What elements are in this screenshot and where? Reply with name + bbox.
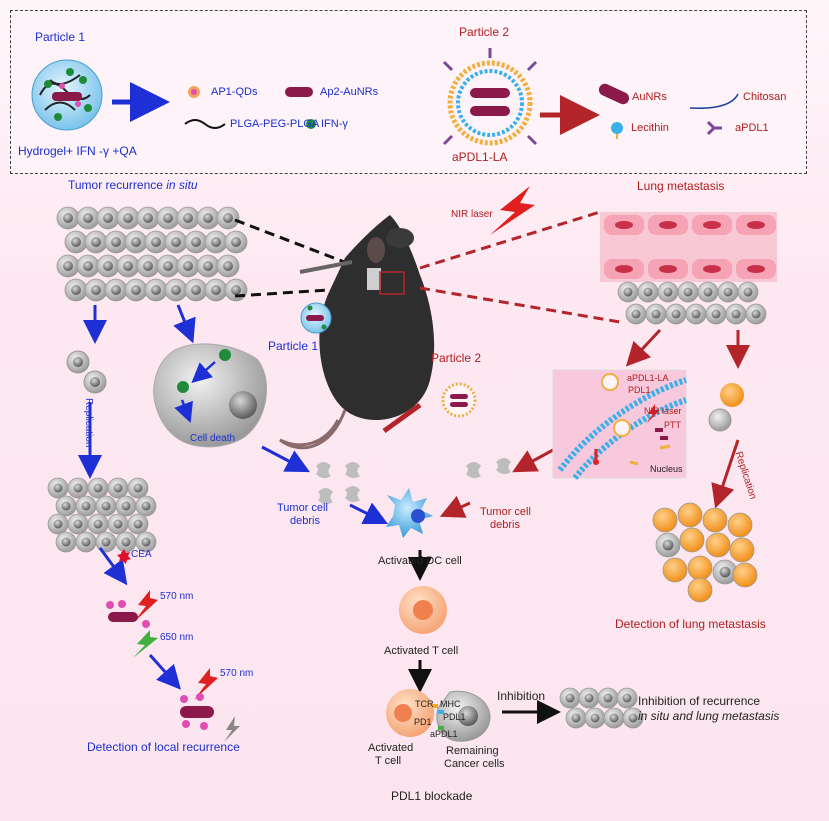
tumor-debris-right-line1: Tumor cell [480, 506, 531, 518]
inset-pdl1-label: PDL1 [628, 385, 651, 395]
wavelength-570-b: 570 nm [220, 668, 254, 679]
legend-ap2-aunrs: Ap2-AuNRs [320, 86, 379, 98]
pdl1-label: PDL1 [443, 712, 466, 722]
immune-synapse-illustration [386, 689, 491, 742]
ptt-inset-illustration [552, 369, 687, 480]
tumor-debris-left [316, 462, 360, 505]
legend-ifn: IFN-γ [321, 118, 348, 130]
remaining-cells-line1: Remaining [446, 745, 499, 757]
arrow-tumor-to-celldeath [173, 304, 196, 344]
inhibited-cell-cluster [559, 687, 644, 729]
tumor-tissue-cluster [56, 206, 248, 302]
tcr-label: TCR [415, 699, 434, 709]
inset-ptt-label: PTT [664, 420, 681, 430]
activated-dc-label: Activated DC cell [378, 555, 462, 567]
legend-ap1-qds: AP1-QDs [211, 86, 258, 98]
particle2-floating-icon [441, 382, 477, 418]
legend-icons-left [184, 86, 316, 129]
apdl1-synapse-label: aPDL1 [430, 729, 458, 739]
arrow-celldeath-to-debris [261, 445, 310, 473]
inset-apdl1-la-label: aPDL1-LA [627, 373, 669, 383]
cea-probe-illustration [106, 549, 158, 658]
tumor-recurrence-label: Tumor recurrence in situ [68, 178, 198, 192]
local-detection-probe [180, 668, 240, 742]
detection-lung-label: Detection of lung metastasis [615, 617, 766, 631]
nir-laser-label: NIR laser [451, 209, 493, 220]
inset-nir-label: NIR laser [644, 406, 682, 416]
inhibition-label: Inhibition [497, 689, 546, 703]
particle2-label: Particle 2 [431, 351, 482, 365]
replication-seed-cells [66, 350, 107, 394]
particle1-floating-icon [300, 302, 332, 334]
tumor-debris-right [466, 458, 511, 479]
tumor-debris-right-line2: debris [490, 519, 520, 531]
remaining-cells-line2: Cancer cells [444, 758, 505, 770]
wavelength-570-a: 570 nm [160, 591, 194, 602]
particle1-label: Particle 1 [268, 339, 319, 353]
activated-t-cell-line2: T cell [375, 755, 402, 767]
tumor-debris-left-line1: Tumor cell [277, 502, 328, 514]
legend-aunrs: AuNRs [632, 91, 667, 103]
hydrogel-particle-illustration [31, 59, 103, 131]
dash-to-lung-lower [419, 286, 621, 324]
activated-t-cell [399, 586, 447, 634]
activated-t-label: Activated T cell [384, 645, 459, 657]
cell-death-label: Cell death [190, 433, 236, 444]
inset-nucleus-label: Nucleus [650, 464, 683, 474]
detection-local-label: Detection of local recurrence [87, 740, 240, 754]
pd1-label: PD1 [414, 717, 432, 727]
arrow-ptt-to-debris [512, 448, 554, 473]
dendritic-cell [386, 488, 433, 538]
cea-label: CEA [131, 549, 152, 560]
arrow-debris-to-dc [349, 502, 389, 525]
particle2-title: Particle 2 [459, 25, 510, 39]
arrow-lung-to-inset [625, 328, 662, 367]
tumor-debris-left-line2: debris [290, 515, 320, 527]
arrow-rightdebris-to-dc [439, 495, 471, 518]
arrow-replication-right [711, 439, 740, 509]
legend-icons-right [598, 83, 739, 139]
legend-apdl1: aPDL1 [735, 122, 769, 134]
pdl1-blockade-label: PDL1 blockade [391, 789, 473, 803]
dying-cancer-cell [153, 343, 268, 448]
lung-metastasis-cluster [652, 502, 758, 603]
lung-metastasis-label: Lung metastasis [637, 179, 725, 193]
liposome-particle-illustration [442, 48, 538, 146]
lung-vessel-illustration [600, 212, 777, 325]
particle1-caption: Hydrogel+ IFN -γ +QA [18, 144, 137, 158]
particle1-title: Particle 1 [35, 30, 86, 44]
replicated-tumor-cluster [47, 477, 157, 553]
mouse-illustration [279, 215, 435, 450]
lung-replication-seed [708, 383, 744, 432]
inhibition-result-line1: Inhibition of recurrence [638, 694, 761, 708]
activated-t-cell-line1: Activated [368, 742, 414, 754]
nir-laser-bolt [490, 186, 535, 235]
legend-plga: PLGA-PEG-PLGA [230, 118, 320, 130]
arrow-to-cea-probe [98, 547, 128, 586]
legend-lecithin: Lecithin [631, 122, 669, 134]
dash-to-mouse-upper [234, 218, 361, 270]
mhc-label: MHC [440, 699, 461, 709]
arrow-to-local-detection [148, 654, 181, 690]
wavelength-650: 650 nm [160, 632, 194, 643]
inhibition-result-line2: in situ and lung metastasis [638, 709, 780, 723]
replication-left-label: Replication [83, 398, 94, 448]
particle2-caption: aPDL1-LA [452, 150, 508, 164]
legend-chitosan: Chitosan [743, 91, 787, 103]
